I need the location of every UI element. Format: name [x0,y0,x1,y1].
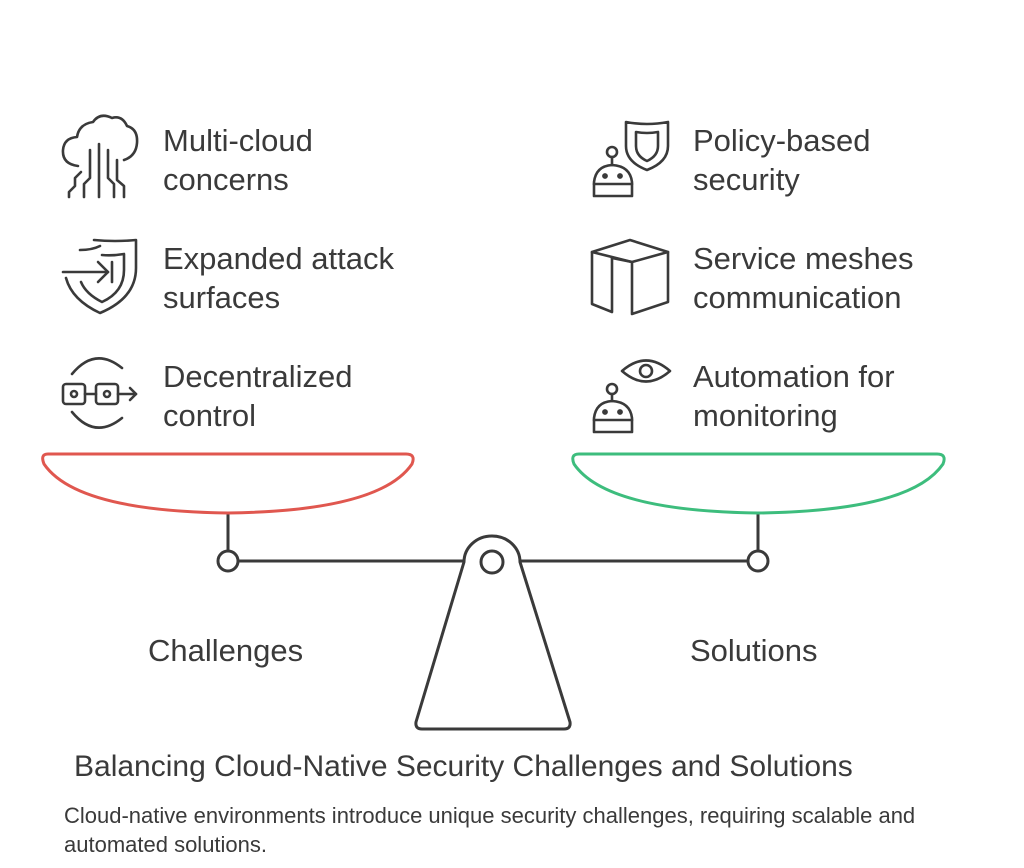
item-line: monitoring [693,398,838,433]
item-line: concerns [163,162,289,197]
left-pivot [216,549,240,573]
item-line: Decentralized [163,359,353,394]
solution-item-service-mesh: Service meshes communication [693,239,914,317]
robot-shield-icon [592,120,670,198]
item-line: surfaces [163,280,281,315]
decentralized-nodes-icon [61,357,138,429]
item-line: Automation for [693,359,895,394]
fulcrum-pivot [479,549,505,575]
item-line: control [163,398,257,433]
robot-eye-icon [592,359,672,434]
challenge-item-multi-cloud: Multi-cloud concerns [163,121,313,199]
solution-item-automation: Automation for monitoring [693,357,895,435]
solution-item-policy: Policy-based security [693,121,870,199]
fulcrum-stand [414,534,572,731]
description: Cloud-native environments introduce uniq… [64,803,916,857]
solutions-pan [571,452,946,515]
challenge-item-decentralized: Decentralized control [163,357,353,435]
item-line: security [693,162,800,197]
challenges-pan [41,452,415,515]
item-line: Policy-based [693,123,871,158]
solutions-label: Solutions [690,633,818,668]
cloud-network-icon [61,114,139,199]
challenges-label: Challenges [148,633,304,668]
item-line: Multi-cloud [163,123,313,158]
cube-icon [590,238,670,316]
page-title: Balancing Cloud-Native Security Challeng… [74,750,853,783]
item-line: Expanded attack [163,241,394,276]
shield-enter-icon [61,238,138,315]
right-pivot [746,549,770,573]
item-line: Service meshes [693,241,914,276]
challenge-item-attack-surfaces: Expanded attack surfaces [163,239,394,317]
item-line: communication [693,280,902,315]
